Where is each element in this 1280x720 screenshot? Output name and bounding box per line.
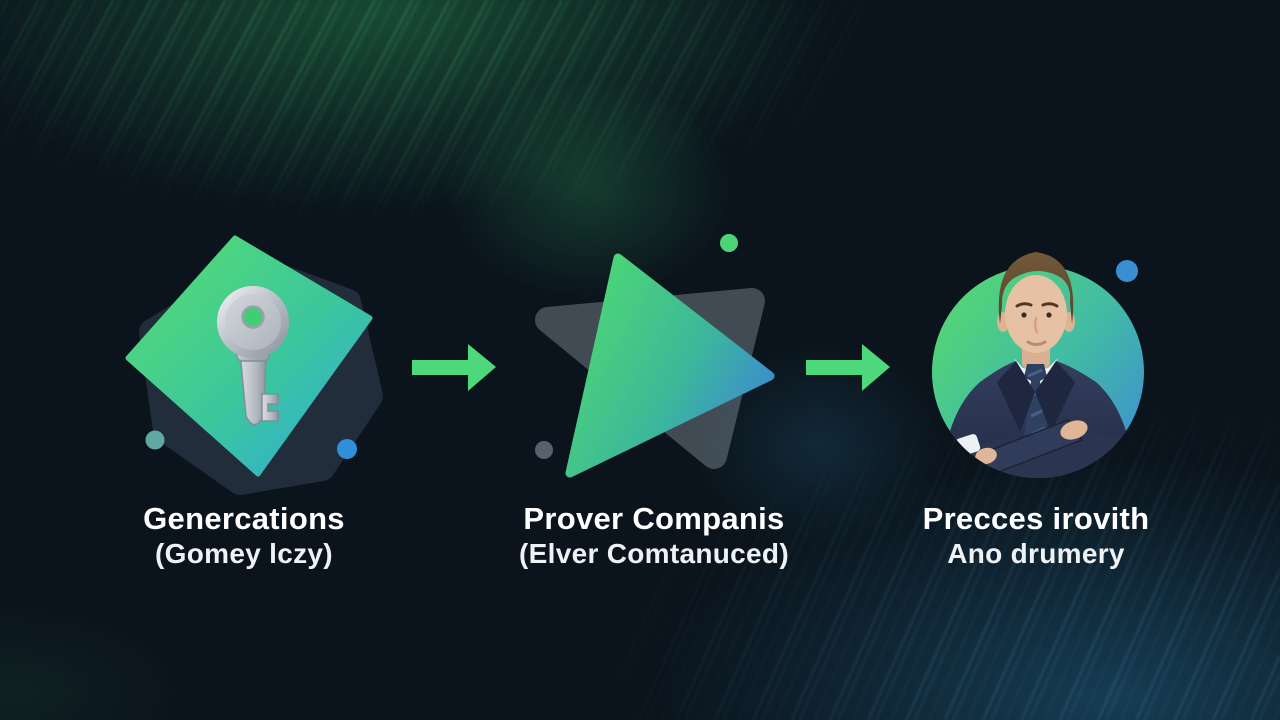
businessman-figure [940,252,1136,478]
blue-accent-dot [337,439,357,459]
step-3-title: Precces irovith [922,501,1150,536]
step-1-label: Genercations (Gomey lczy) [14,502,474,572]
businessman-photo [932,252,1144,478]
gray-accent-dot [535,441,553,459]
arrow-right-icon [806,344,890,391]
teal-accent-dot [145,430,165,450]
play-triangle-icon [535,234,775,478]
step-2-label: Prover Companis (Elver Comtanuced) [424,502,884,572]
blue-accent-dot [1116,260,1138,282]
key-hole [241,305,265,329]
gradient-play-triangle [565,253,775,478]
step-2-title: Prover Companis [523,501,785,536]
key-bit [261,393,279,422]
step-3-label: Precces irovith Ano drumery [806,502,1266,572]
arrow-right-icon [412,344,496,391]
key-head-rim [217,286,289,358]
green-accent-dot [720,234,738,252]
step-1-title: Genercations [143,501,345,536]
key-diamond-icon [125,235,383,495]
step-1-subtitle: (Gomey lczy) [155,538,333,569]
step-3-subtitle: Ano drumery [947,538,1125,569]
key-icon [217,286,289,426]
step-2-subtitle: (Elver Comtanuced) [519,538,789,569]
